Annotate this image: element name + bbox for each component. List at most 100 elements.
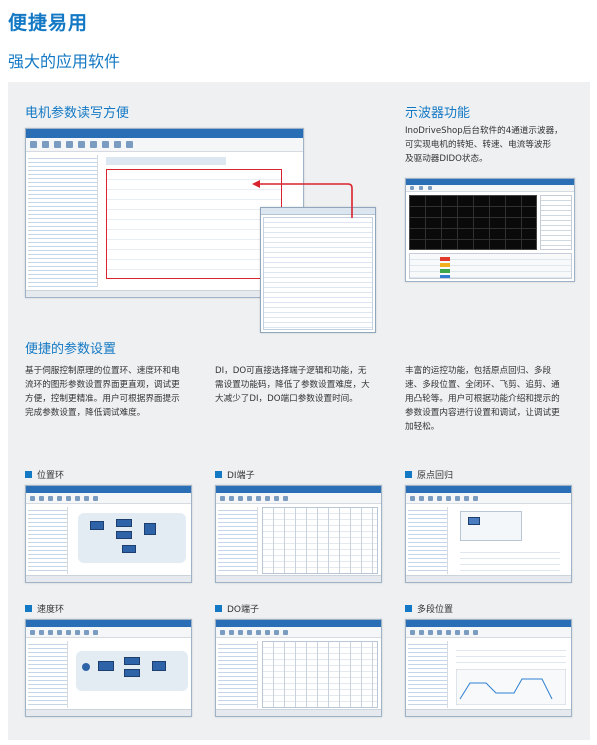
window-toolbar	[216, 493, 381, 504]
thumb-label-text: 多段位置	[417, 605, 454, 615]
col1-line-2: 流环的图形参数设置界面更直观，调试更	[25, 380, 180, 390]
thumb-label-text: DI端子	[227, 471, 255, 481]
osc-desc-line-1: InoDriveShop后台软件的4通道示波器，	[405, 126, 563, 136]
window-titlebar	[26, 620, 191, 627]
diagram-block	[116, 519, 132, 527]
window-titlebar	[26, 486, 191, 493]
position-loop-screenshot	[25, 485, 192, 583]
motor-params-heading: 电机参数读写方便	[25, 106, 130, 121]
parameter-tree	[408, 507, 448, 574]
bullet-square-icon	[405, 605, 412, 612]
parameter-tree	[218, 507, 258, 574]
content-panel: 电机参数读写方便 示波器功能 InoDriveShop后台软件的4通道示波器， …	[8, 82, 590, 740]
thumb-label-homing: 原点回归	[405, 468, 453, 481]
col1-line-4: 完成参数设置，降低调试难度。	[25, 408, 146, 418]
window-titlebar	[406, 179, 574, 185]
function-code-table-screenshot	[260, 207, 376, 333]
channel-color-3	[440, 269, 450, 273]
diagram-block	[116, 531, 132, 539]
diagram-block	[152, 661, 166, 671]
table-header	[261, 208, 375, 215]
window-titlebar	[26, 129, 303, 138]
thumb-label-text: 速度环	[37, 605, 65, 615]
diagram-block	[98, 661, 114, 671]
channel-color-2	[440, 263, 450, 267]
position-profile-chart	[456, 669, 566, 705]
scope-channel-settings	[409, 253, 572, 279]
window-statusbar	[26, 709, 191, 716]
page-subtitle: 强大的应用软件	[8, 52, 121, 71]
parameter-tree	[28, 507, 68, 574]
thumb-label-text: DO端子	[227, 605, 260, 615]
window-toolbar	[406, 185, 574, 192]
homing-block	[468, 517, 480, 525]
window-statusbar	[26, 575, 191, 582]
di-assignment-table	[262, 507, 378, 574]
oscilloscope-heading: 示波器功能	[405, 106, 471, 121]
window-toolbar	[26, 627, 191, 638]
motor-params-screenshot	[25, 128, 304, 298]
thumb-label-text: 原点回归	[417, 471, 454, 481]
param-setting-heading: 便捷的参数设置	[25, 342, 117, 357]
scope-side-panel	[540, 195, 572, 250]
col3-line-1: 丰富的运控功能，包括原点回归、多段	[405, 366, 552, 376]
form-highlight-box	[106, 169, 282, 279]
parameter-tree	[408, 641, 448, 708]
multi-position-settings	[452, 641, 568, 708]
oscilloscope-screenshot	[405, 178, 575, 282]
block-diagram	[72, 641, 188, 708]
diagram-block	[124, 657, 140, 665]
col2-line-2: 需设置功能码，降低了参数设置难度，大	[215, 380, 370, 390]
diagram-block	[90, 521, 104, 530]
window-titlebar	[406, 620, 571, 627]
param-setting-col2: DI，DO可直接选择端子逻辑和功能，无 需设置功能码，降低了参数设置难度，大 大…	[215, 364, 395, 406]
window-statusbar	[216, 709, 381, 716]
window-statusbar	[26, 290, 303, 297]
channel-color-4	[440, 275, 450, 278]
parameter-tree	[28, 641, 68, 708]
col1-line-1: 基于伺服控制原理的位置环、速度环和电	[25, 366, 180, 376]
window-toolbar	[406, 627, 571, 638]
col3-line-3: 用凸轮等。用户可根据功能介绍和提示的	[405, 394, 560, 404]
bullet-square-icon	[405, 471, 412, 478]
col3-line-4: 参数设置内容进行设置和调试，让调试更	[405, 408, 560, 418]
window-toolbar	[26, 138, 303, 152]
position-fields	[456, 645, 566, 665]
scope-grid	[410, 196, 536, 249]
param-setting-col1: 基于伺服控制原理的位置环、速度环和电 流环的图形参数设置界面更直观，调试更 方便…	[25, 364, 205, 420]
thumb-label-text: 位置环	[37, 471, 65, 481]
do-assignment-table	[262, 641, 378, 708]
multi-position-screenshot	[405, 619, 572, 717]
col2-line-3: 大减少了DI，DO端口参数设置时间。	[215, 394, 358, 404]
window-toolbar	[26, 493, 191, 504]
block-diagram	[72, 507, 188, 574]
di-terminal-screenshot	[215, 485, 382, 583]
param-setting-col3: 丰富的运控功能，包括原点回归、多段 速、多段位置、全闭环、飞剪、追剪、通 用凸轮…	[405, 364, 585, 434]
parameter-form	[106, 155, 300, 287]
thumb-label-speed-loop: 速度环	[25, 602, 64, 615]
scope-display	[409, 195, 537, 250]
do-terminal-screenshot	[215, 619, 382, 717]
form-header-strip	[106, 157, 226, 165]
osc-desc-line-2: 可实现电机的转矩、转速、电流等波形	[405, 140, 552, 150]
thumb-label-position-loop: 位置环	[25, 468, 64, 481]
parameter-tree	[218, 641, 258, 708]
window-toolbar	[406, 493, 571, 504]
bullet-square-icon	[25, 471, 32, 478]
thumb-label-do-terminal: DO端子	[215, 602, 259, 615]
bullet-square-icon	[215, 471, 222, 478]
bullet-square-icon	[215, 605, 222, 612]
red-connector-arrow	[252, 180, 353, 218]
homing-screenshot	[405, 485, 572, 583]
col2-line-1: DI，DO可直接选择端子逻辑和功能，无	[215, 366, 367, 376]
window-toolbar	[216, 627, 381, 638]
diagram-block	[124, 669, 140, 677]
oscilloscope-description: InoDriveShop后台软件的4通道示波器， 可实现电机的转矩、转速、电流等…	[405, 124, 585, 166]
window-titlebar	[216, 486, 381, 493]
col3-line-5: 加轻松。	[405, 422, 440, 432]
window-statusbar	[406, 709, 571, 716]
col1-line-3: 方便，控制更精准。用户可根据界面提示	[25, 394, 180, 404]
window-statusbar	[406, 575, 571, 582]
col3-line-2: 速、多段位置、全闭环、飞剪、追剪、通	[405, 380, 560, 390]
speed-loop-screenshot	[25, 619, 192, 717]
